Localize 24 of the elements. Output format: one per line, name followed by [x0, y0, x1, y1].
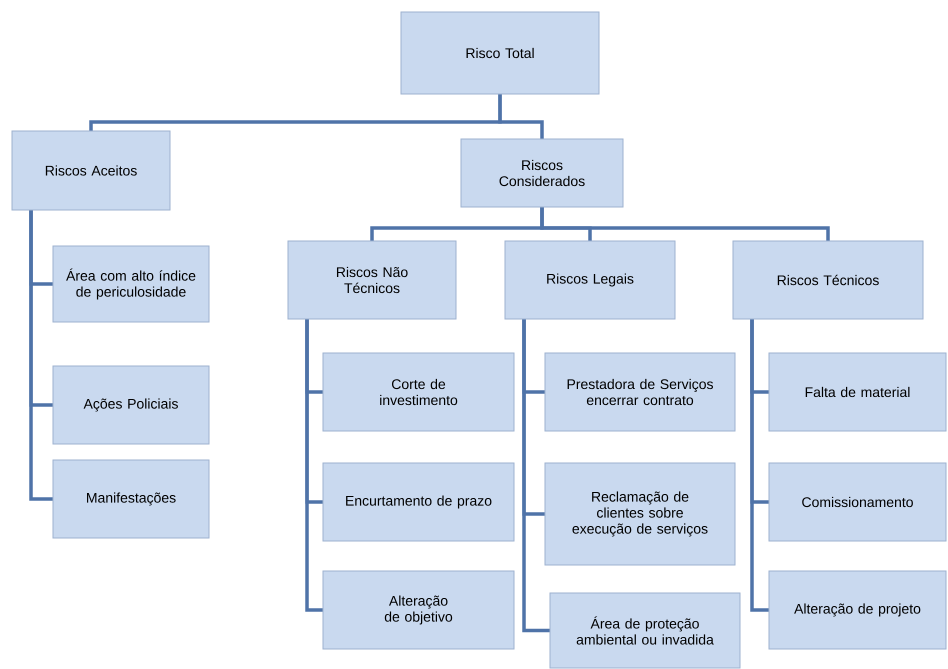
connector	[305, 319, 322, 612]
box: Riscos Não Técnicos	[288, 240, 456, 320]
box: Riscos Técnicos	[732, 240, 924, 320]
connector	[522, 319, 550, 632]
box: Risco Total	[400, 12, 600, 94]
box: Ações Policiais	[52, 366, 210, 444]
connector	[540, 208, 830, 240]
box: Área com alto índice de periculosidade	[52, 246, 210, 322]
box: Encurtamento de prazo	[322, 462, 514, 542]
connector	[750, 319, 768, 612]
box: Corte de investimento	[322, 352, 514, 432]
box: Comissionamento	[768, 462, 946, 542]
connector	[498, 94, 544, 138]
box: Prestadora de Serviços encerrar contrato	[544, 352, 736, 432]
box: Manifestações	[52, 459, 210, 538]
box: Falta de material	[768, 352, 946, 432]
box: Riscos Legais	[504, 240, 676, 320]
box: Riscos Aceitos	[12, 130, 170, 210]
box: Alteração de objetivo	[322, 570, 514, 650]
connector	[29, 210, 52, 501]
box: Área de proteção ambiental ou invadida	[550, 592, 740, 668]
box: Alteração de projeto	[768, 570, 946, 650]
box: Riscos Considerados	[460, 138, 624, 208]
box: Reclamação de clientes sobre execução de serviços	[544, 462, 736, 566]
